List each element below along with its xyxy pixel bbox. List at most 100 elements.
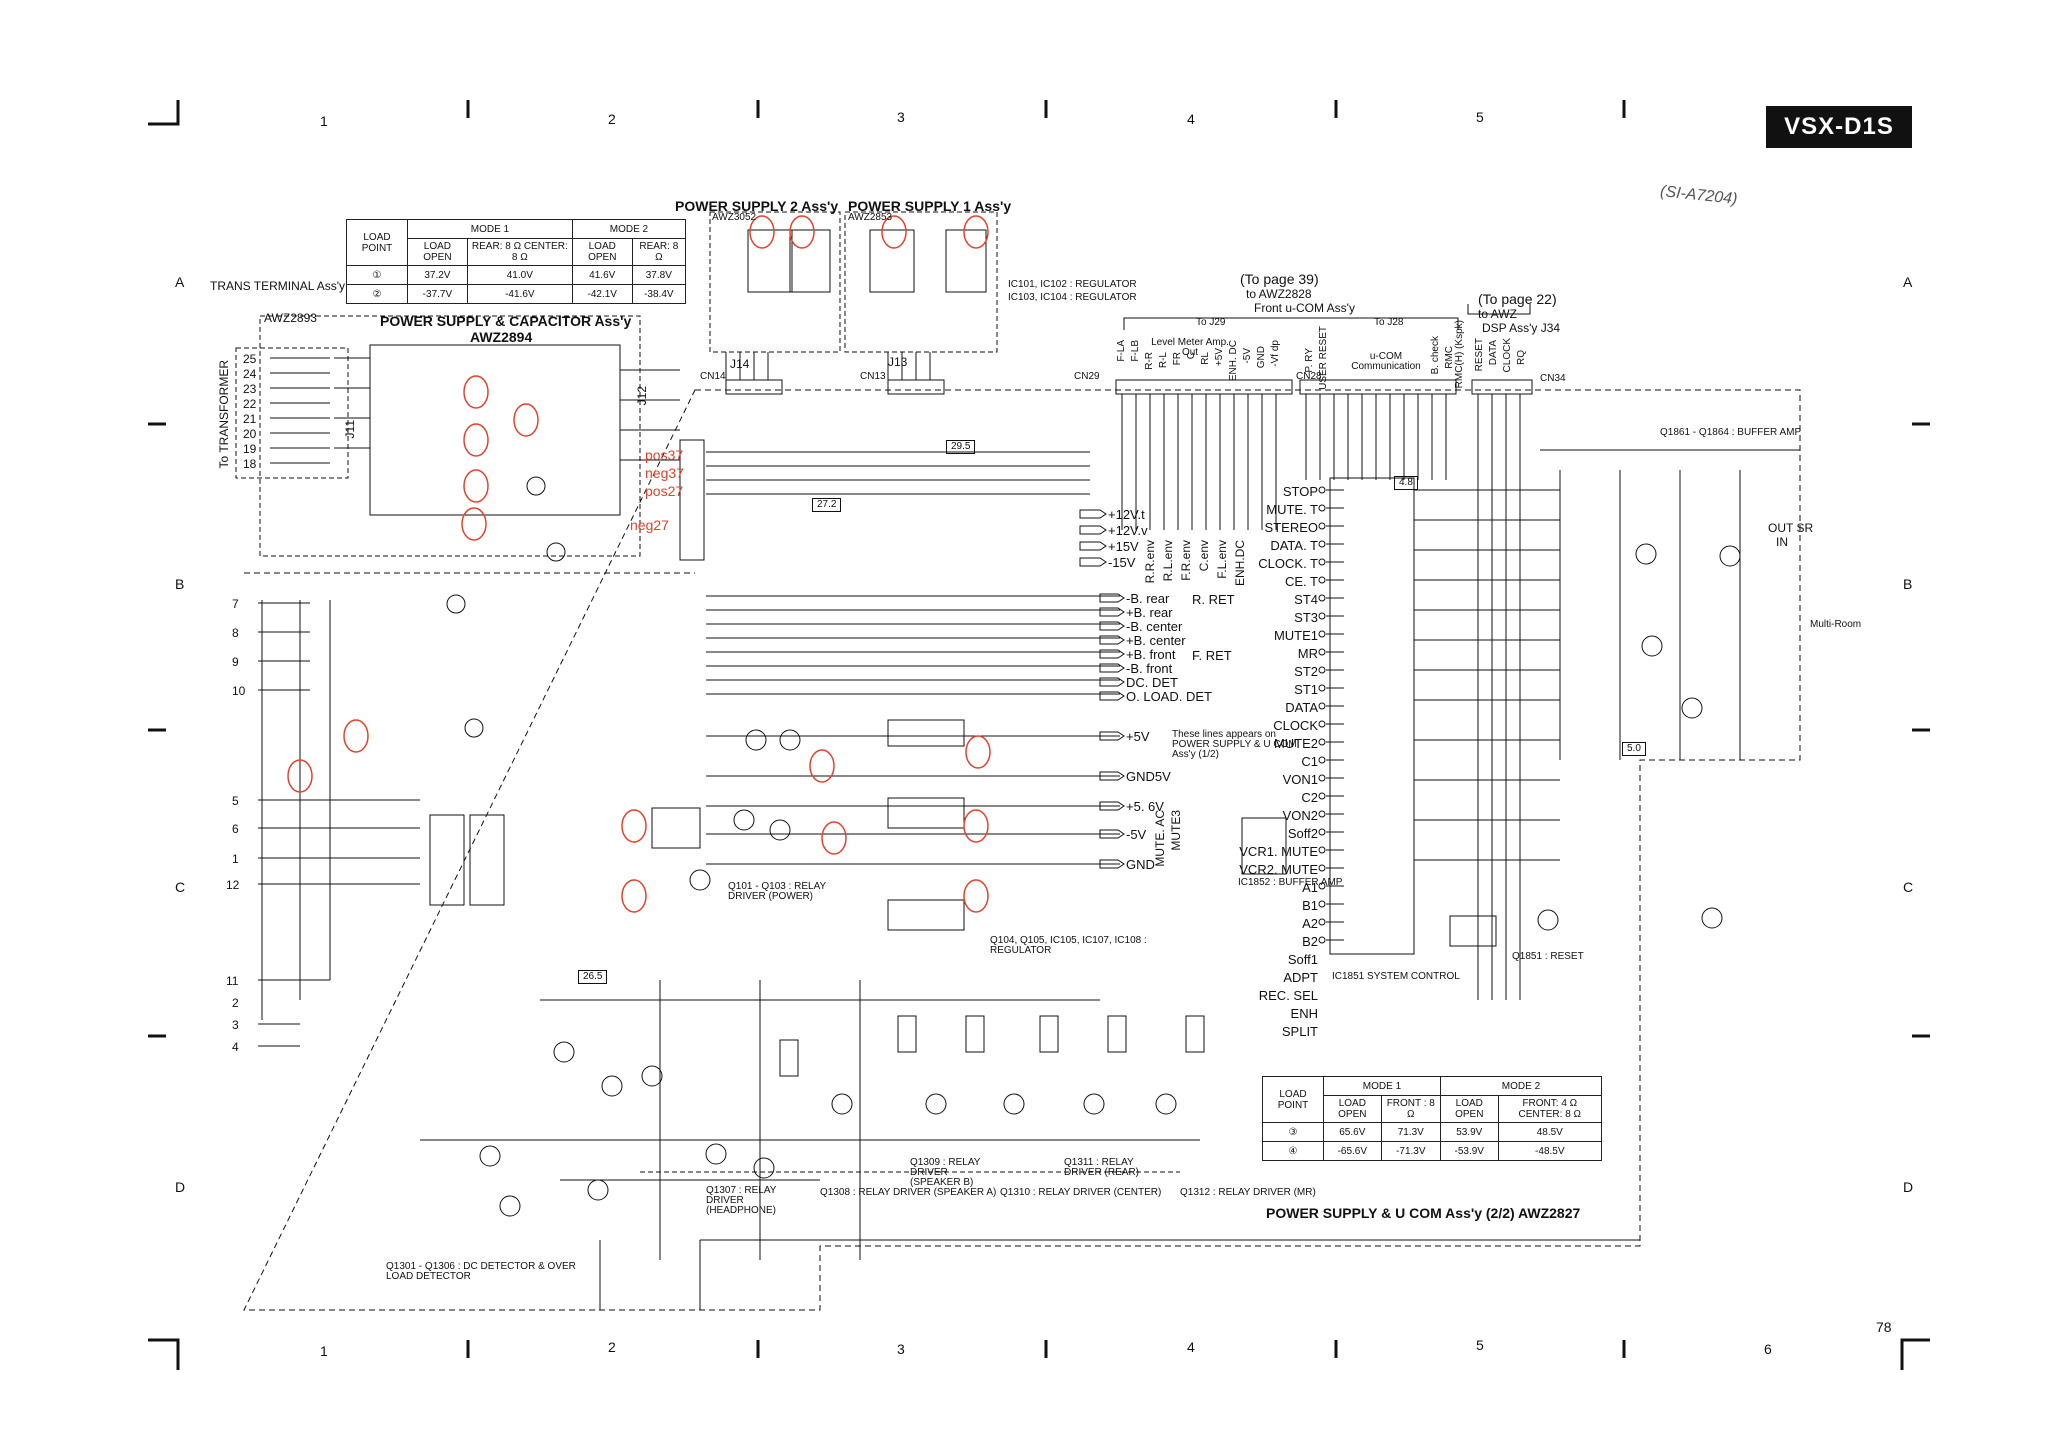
cn34-pin: RESET xyxy=(1474,338,1485,372)
cn29-pin: ENH. DC xyxy=(1228,340,1239,382)
table-cell: 41.0V xyxy=(466,265,573,285)
table-row: ① 37.2V 41.0V 41.6V 37.8V xyxy=(346,265,687,285)
table-cell: 41.6V xyxy=(571,265,633,285)
ucom-signal-label: VCR1. MUTE xyxy=(1239,844,1318,859)
cn29-pin: C xyxy=(1186,352,1197,360)
ps-cap-part: AWZ2894 xyxy=(470,329,533,345)
ucom-signal-label: Soff2 xyxy=(1287,826,1318,841)
table-cell: -37.7V xyxy=(407,284,468,304)
cn34-pin: DATA xyxy=(1488,340,1499,366)
volt-output: GND xyxy=(1126,857,1155,872)
to-awz2828: to AWZ2828 xyxy=(1246,287,1312,301)
ucom-signal-label: MR xyxy=(1297,646,1318,661)
table-row: ② -37.7V -41.6V -42.1V -38.4V xyxy=(346,284,687,304)
cn29-pin: F-LA xyxy=(1116,340,1127,362)
ucom-signal-label: VON1 xyxy=(1282,772,1318,787)
buffer-amp-note: Q1861 - Q1864 : BUFFER AMP xyxy=(1660,427,1802,438)
ucom-signal-label: DATA. T xyxy=(1270,538,1318,553)
q1307-note: Q1307 : RELAY DRIVER (HEADPHONE) xyxy=(706,1185,777,1216)
to-page-39: (To page 39) xyxy=(1240,271,1319,287)
left-pin: 1 xyxy=(232,852,239,866)
row-label: A xyxy=(1903,274,1913,290)
ucom-signal-label: B2 xyxy=(1302,934,1318,949)
dsp-assy-label: DSP Ass'y J34 xyxy=(1482,321,1561,335)
ps-cap-title: POWER SUPPLY & CAPACITOR Ass'y xyxy=(380,313,632,329)
env-label: C.env xyxy=(1197,540,1211,572)
ucom-signal-label: A2 xyxy=(1302,916,1318,931)
relay-driver-power-note: Q101 - Q103 : RELAY DRIVER (POWER) xyxy=(728,881,827,902)
left-pin: 7 xyxy=(232,597,239,611)
column-label: 4 xyxy=(1187,1339,1195,1355)
ucom-signal-label: SPLIT xyxy=(1281,1024,1318,1039)
ucom-signal-label: CLOCK. T xyxy=(1258,556,1318,571)
column-label: 2 xyxy=(608,1339,616,1355)
cn34-pin: RQ xyxy=(1516,350,1527,365)
ucom-signal-label: DATA xyxy=(1285,700,1318,715)
ps1-part: AWZ2853 xyxy=(848,212,893,223)
regulator-note: Q104, Q105, IC105, IC107, IC108 : REGULA… xyxy=(990,935,1147,956)
point-label: POINT xyxy=(1277,1099,1309,1111)
rail-output: +B. front xyxy=(1126,647,1176,662)
rail-label: +15V xyxy=(1108,539,1139,554)
table-cell: -41.6V xyxy=(466,284,573,304)
column-label: 4 xyxy=(1187,111,1195,127)
q1310-note: Q1310 : RELAY DRIVER (CENTER) xyxy=(1000,1187,1162,1198)
cn34-pin: CLOCK xyxy=(1502,338,1513,373)
column-label: 5 xyxy=(1476,109,1484,125)
table-cell: -38.4V xyxy=(631,284,687,304)
regulator-note-1: IC101, IC102 : REGULATOR xyxy=(1008,279,1137,290)
rail-output: +B. rear xyxy=(1126,605,1173,620)
row-label: C xyxy=(175,879,186,895)
ucom-signal-label: ST3 xyxy=(1294,610,1318,625)
model-badge: VSX-D1S xyxy=(1766,106,1912,148)
table-cell: 71.3V xyxy=(1380,1122,1441,1142)
ucom-signal-label: C2 xyxy=(1301,790,1318,805)
ucom-signal-label: MUTE2 xyxy=(1273,736,1318,751)
table-cell: 48.5V xyxy=(1497,1122,1603,1142)
trans-pin: 25 xyxy=(243,352,257,366)
annotation-neg37: neg37 xyxy=(645,465,684,481)
mode2-header: MODE 2 xyxy=(571,219,687,239)
rail-output: DC. DET xyxy=(1126,675,1178,690)
front-ucom-label: Front u-COM Ass'y xyxy=(1254,301,1355,315)
table-col-header: REAR: 8 Ω CENTER: 8 Ω xyxy=(466,238,573,266)
ucom-signal-label: STEREO xyxy=(1264,520,1318,535)
regulator-note-2: IC103, IC104 : REGULATOR xyxy=(1008,292,1137,303)
connector-j14: J14 xyxy=(730,357,750,371)
mode1-header: MODE 1 xyxy=(407,219,573,239)
connector-cn34: CN34 xyxy=(1540,373,1566,384)
trans-pin: 24 xyxy=(243,367,257,381)
column-label: 6 xyxy=(1764,1341,1772,1357)
cn29-pin: RL xyxy=(1200,352,1211,365)
table-col-header: REAR: 8 Ω xyxy=(631,238,687,266)
table-cell: -71.3V xyxy=(1380,1141,1441,1161)
ps1-title: POWER SUPPLY 1 Ass'y xyxy=(848,198,1012,214)
value-box: 4.8 xyxy=(1394,476,1418,490)
cn28-pin: USER RESET xyxy=(1318,326,1329,390)
connector-cn28: CN28 xyxy=(1296,371,1322,382)
rail-label: +12V.v xyxy=(1108,523,1148,538)
to-awz: to AWZ xyxy=(1478,307,1517,321)
ucom-signal-label: C1 xyxy=(1301,754,1318,769)
volt-output: -5V xyxy=(1126,827,1147,842)
rail-output: -B. center xyxy=(1126,619,1183,634)
left-pin: 9 xyxy=(232,655,239,669)
env-label: R.L.env xyxy=(1161,540,1175,582)
column-label: 3 xyxy=(897,1341,905,1357)
cn28-pin: B. check xyxy=(1430,336,1441,375)
table-cell: -42.1V xyxy=(571,284,633,304)
ic1852-note: IC1852 : BUFFER AMP xyxy=(1238,877,1343,888)
connector-j12: J12 xyxy=(635,386,649,406)
these-lines-note: These lines appears on POWER SUPPLY & U … xyxy=(1172,729,1297,760)
ucom-signal-label: CLOCK xyxy=(1273,718,1318,733)
load-label: LOAD xyxy=(363,231,391,243)
cn28-pin: RMC(H) (Kspk) xyxy=(1454,320,1465,389)
mode2-header: MODE 2 xyxy=(1439,1076,1603,1096)
ucom-signal-label: A1 xyxy=(1302,880,1318,895)
row-label: A xyxy=(175,274,185,290)
value-box: 26.5 xyxy=(578,970,608,984)
level-meter-label: Level Meter Amp. Out xyxy=(1151,337,1229,358)
env-label: R.R.env xyxy=(1143,540,1157,584)
